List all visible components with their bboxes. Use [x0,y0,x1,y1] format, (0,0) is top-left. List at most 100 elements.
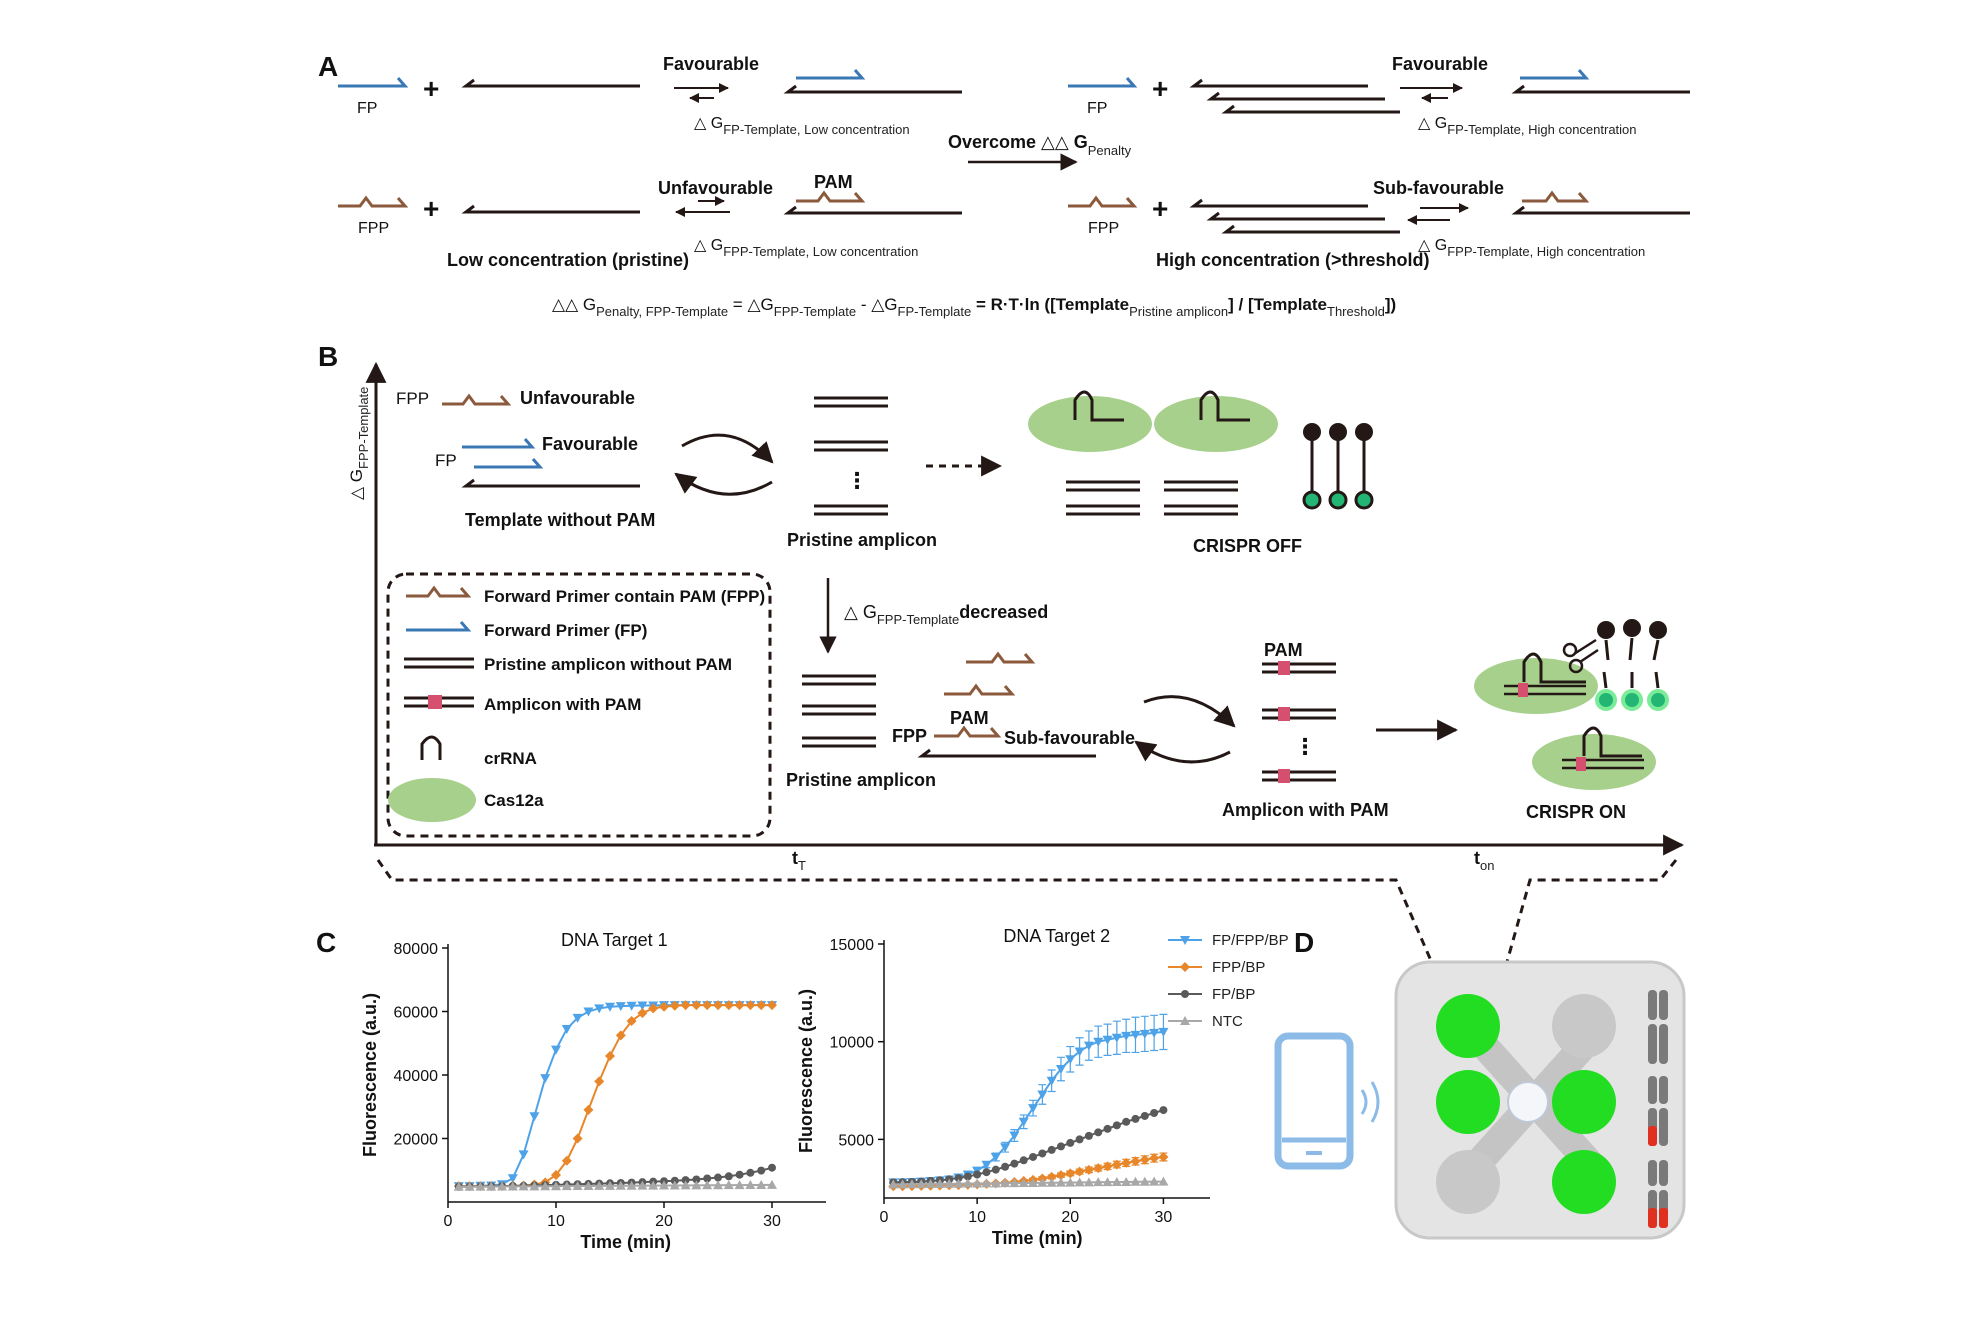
data-point [1130,1156,1141,1167]
data-point [669,1000,680,1011]
data-point [464,1181,475,1191]
data-point [540,1074,551,1084]
series-0 [453,1001,777,1192]
data-point [925,1178,936,1188]
data-point [1000,1178,1011,1188]
data-point [1139,1029,1150,1039]
crispr-on-label: CRISPR ON [1526,802,1626,822]
sub-favourable-label: Sub-favourable [1004,728,1135,748]
data-point [1000,1143,1011,1153]
template-strand [783,84,962,94]
data-point [551,1170,561,1181]
data-point [767,1000,777,1011]
data-point [1149,1028,1160,1038]
cas12a-icon [1532,734,1656,790]
center-well [1507,1081,1549,1123]
chromosome-icon [1648,1076,1668,1146]
data-point [897,1179,908,1189]
data-point [1083,1177,1094,1187]
reporter-probes-cleaved [1595,619,1669,711]
pam-label: PAM [950,708,989,728]
data-point [691,1000,702,1011]
legend-fp-icon [406,621,472,632]
amplicon-with-pam-label: Amplicon with PAM [1222,800,1389,820]
template-strand [1206,211,1385,221]
fpp-primer-icon [966,651,1036,664]
legend-cas12a-icon [388,778,476,822]
data-point [518,1150,529,1160]
fpp-primer-icon [442,393,512,406]
penalty-equation: △△ GPenalty, FPP-Template = △GFPP-Templa… [552,295,1396,319]
data-point [648,1180,659,1190]
cas12a-icon [1154,396,1278,452]
data-point [1074,1166,1085,1177]
data-point [1038,1149,1047,1158]
cycle-arrow [681,433,774,464]
template-strand [1189,78,1368,88]
data-point [756,1179,767,1189]
template-strand [1189,198,1368,208]
pristine-amplicon-stack [802,674,876,748]
data-point [1074,1177,1085,1187]
data-point [1009,1178,1020,1188]
crrna-icon [1199,390,1250,422]
well-positive [1436,994,1500,1058]
data-point [1159,1106,1168,1115]
data-point [518,1181,529,1191]
data-point [990,1178,1001,1188]
data-point [723,1000,734,1011]
data-point [1111,1033,1122,1043]
data-point [916,1179,927,1189]
data-point [703,1174,712,1183]
well-positive [1552,1070,1616,1134]
data-point [973,1170,982,1179]
data-point [497,1181,507,1191]
scissors-icon [1562,638,1599,674]
data-point [615,1002,626,1012]
ellipsis-dots: ⋮ [1294,734,1316,759]
fpp-bound-icon [934,725,1002,738]
dg-fp-low: △ GFP-Template, Low concentration [694,115,910,137]
cycle-arrow [1143,695,1236,728]
y-tick-label: 15000 [830,937,875,954]
data-point [1065,1168,1076,1179]
series-2 [889,1106,1168,1187]
well-positive [1436,1070,1500,1134]
fpp-label: FPP [358,220,389,237]
fp-label: FP [435,451,457,470]
data-point [605,1180,615,1190]
template-strand [461,78,640,88]
x-tick-label: 20 [655,1213,673,1230]
data-point [540,1181,551,1191]
overcome-label: Overcome △△ GPenalty [948,132,1132,158]
data-point [713,1000,723,1011]
data-point [572,1133,583,1144]
wireless-signal-icon [1360,1081,1380,1123]
unfavourable-label: Unfavourable [520,388,635,408]
data-point [713,1180,723,1190]
data-point [583,1007,594,1017]
data-point [561,1181,572,1191]
data-point [637,1008,648,1019]
series-line [458,1004,772,1188]
data-point [572,1013,583,1023]
chromosome-icon [1648,1160,1668,1228]
detection-device [1394,960,1686,1240]
y-tick-label: 10000 [830,1035,875,1052]
data-point [551,1181,561,1191]
data-point [1149,1153,1160,1164]
data-point [735,1170,744,1179]
data-point [1139,1176,1150,1186]
panel-b: B △ GFPP-Template FPP Unfavourable FP Fa… [318,341,1685,1001]
x-tick-label: 30 [763,1213,781,1230]
data-point [583,1180,594,1190]
x-tick-label: 0 [880,1209,889,1226]
data-point [1139,1154,1150,1165]
legend-crrna-label: crRNA [484,749,537,768]
pristine-amplicon-stack [814,396,888,516]
cas12a-icon [1028,396,1152,452]
data-point [1093,1037,1104,1047]
y-tick-label: 80000 [394,941,439,958]
x-axis-label: Time (min) [992,1228,1083,1248]
